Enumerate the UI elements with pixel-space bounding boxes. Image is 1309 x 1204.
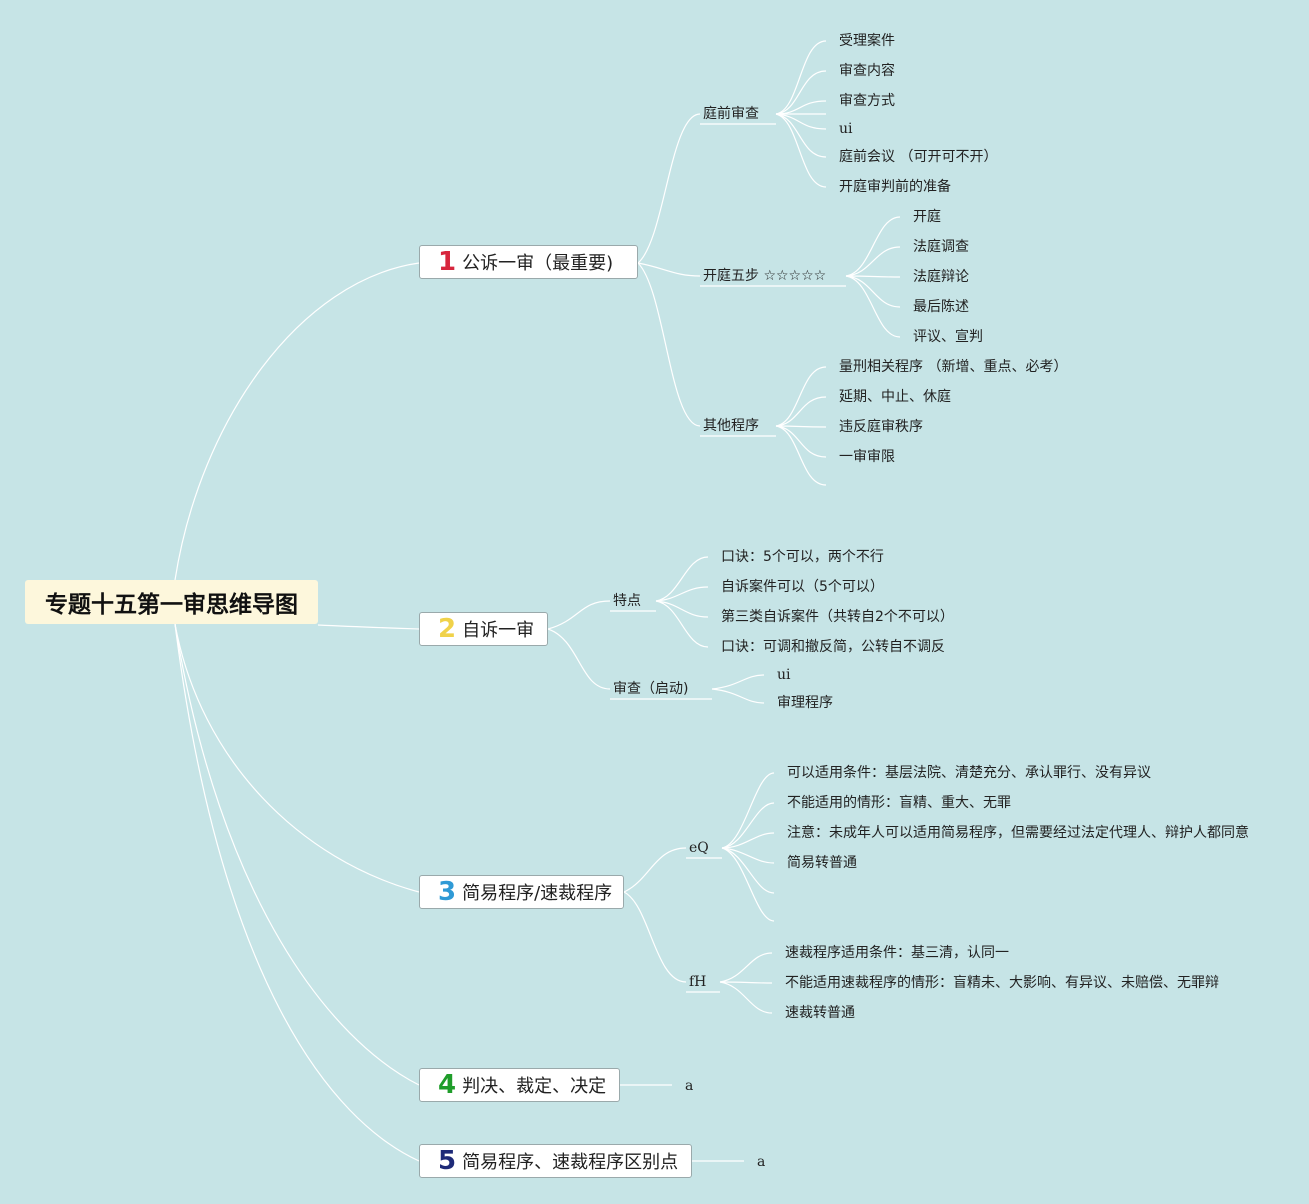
number-3-icon: 3 — [438, 877, 457, 907]
branch-label: 判决、裁定、决定 — [462, 1076, 607, 1097]
leaf-topic[interactable]: 审理程序 — [777, 695, 833, 711]
leaf-topic[interactable]: 可以适用条件：基层法院、清楚充分、承认罪行、没有异议 — [787, 765, 1151, 781]
subtopic[interactable]: 其他程序 — [703, 418, 759, 434]
branch-1[interactable]: 1 公诉一审（最重要) — [419, 245, 638, 279]
link-root-b1 — [174, 262, 420, 581]
subtopic[interactable]: eQ — [689, 840, 709, 856]
leaf-topic[interactable]: 开庭审判前的准备 — [839, 179, 951, 195]
number-4-icon: 4 — [438, 1070, 457, 1100]
subtopic[interactable]: 审查（启动) — [613, 681, 689, 697]
subtopic[interactable]: a — [685, 1078, 694, 1094]
root-topic[interactable]: 专题十五第一审思维导图 — [25, 580, 318, 624]
leaf-topic[interactable]: 评议、宣判 — [913, 329, 983, 345]
number-5-icon: 5 — [438, 1146, 457, 1176]
number-1-icon: 1 — [438, 247, 457, 277]
leaf-topic[interactable]: 开庭 — [913, 209, 941, 225]
branch-4[interactable]: 4 判决、裁定、决定 — [419, 1068, 620, 1102]
branch-5[interactable]: 5 简易程序、速裁程序区别点 — [419, 1144, 692, 1178]
subtopic[interactable]: 特点 — [613, 593, 641, 609]
leaf-topic[interactable]: 自诉案件可以（5个可以） — [721, 579, 884, 595]
leaf-topic[interactable]: 速裁转普通 — [785, 1005, 855, 1021]
leaf-topic[interactable]: 第三类自诉案件（共转自2个不可以） — [721, 609, 954, 625]
leaf-topic[interactable]: 口诀：5个可以，两个不行 — [721, 549, 884, 565]
subtopic[interactable]: 庭前审查 — [703, 106, 759, 122]
branch-3[interactable]: 3 简易程序/速裁程序 — [419, 875, 624, 909]
leaf-topic[interactable]: 不能适用的情形：盲精、重大、无罪 — [787, 795, 1011, 811]
leaf-topic[interactable]: ui — [839, 121, 853, 137]
branch-label: 自诉一审 — [462, 620, 535, 641]
link-b1-c1 — [637, 113, 701, 264]
branch-label: 简易程序、速裁程序区别点 — [462, 1152, 679, 1173]
link-root-b4 — [174, 623, 420, 1086]
number-2-icon: 2 — [438, 614, 457, 644]
link-b1-c3 — [637, 262, 701, 427]
leaf-topic[interactable]: 速裁程序适用条件：基三清，认同一 — [785, 945, 1009, 961]
subtopic[interactable]: 开庭五步 ☆☆☆☆☆ — [703, 268, 827, 284]
leaf-topic[interactable]: 口诀：可调和撤反简，公转自不调反 — [721, 639, 945, 655]
leaf-topic[interactable]: 不能适用速裁程序的情形：盲精未、大影响、有异议、未赔偿、无罪辩 — [785, 975, 1219, 991]
leaf-topic[interactable]: 一审审限 — [839, 449, 895, 465]
subtopic[interactable]: fH — [689, 974, 707, 990]
leaf-topic[interactable]: 延期、中止、休庭 — [839, 389, 951, 405]
branch-2[interactable]: 2 自诉一审 — [419, 612, 548, 646]
leaf-topic[interactable]: 简易转普通 — [787, 855, 857, 871]
leaf-topic[interactable]: 注意：未成年人可以适用简易程序，但需要经过法定代理人、辩护人都同意 — [787, 825, 1249, 841]
link-root-b2 — [317, 624, 420, 630]
leaf-topic[interactable]: 量刑相关程序 （新增、重点、必考） — [839, 359, 1068, 375]
link-b1-c2 — [637, 262, 701, 277]
branch-label: 公诉一审（最重要) — [462, 253, 614, 274]
leaf-topic[interactable]: 最后陈述 — [913, 299, 969, 315]
leaf-topic[interactable]: ui — [777, 667, 791, 683]
subtopic[interactable]: a — [757, 1154, 766, 1170]
link-root-b3 — [174, 623, 420, 893]
leaf-topic[interactable]: 庭前会议 （可开可不开） — [839, 149, 998, 165]
link-root-b5 — [174, 623, 420, 1162]
leaf-topic[interactable]: 违反庭审秩序 — [839, 419, 923, 435]
leaf-topic[interactable]: 审查内容 — [839, 63, 895, 79]
leaf-topic[interactable]: 受理案件 — [839, 33, 895, 49]
branch-label: 简易程序/速裁程序 — [462, 883, 613, 904]
leaf-topic[interactable]: 法庭辩论 — [913, 269, 969, 285]
leaf-topic[interactable]: 法庭调查 — [913, 239, 969, 255]
leaf-topic[interactable]: 审查方式 — [839, 93, 895, 109]
